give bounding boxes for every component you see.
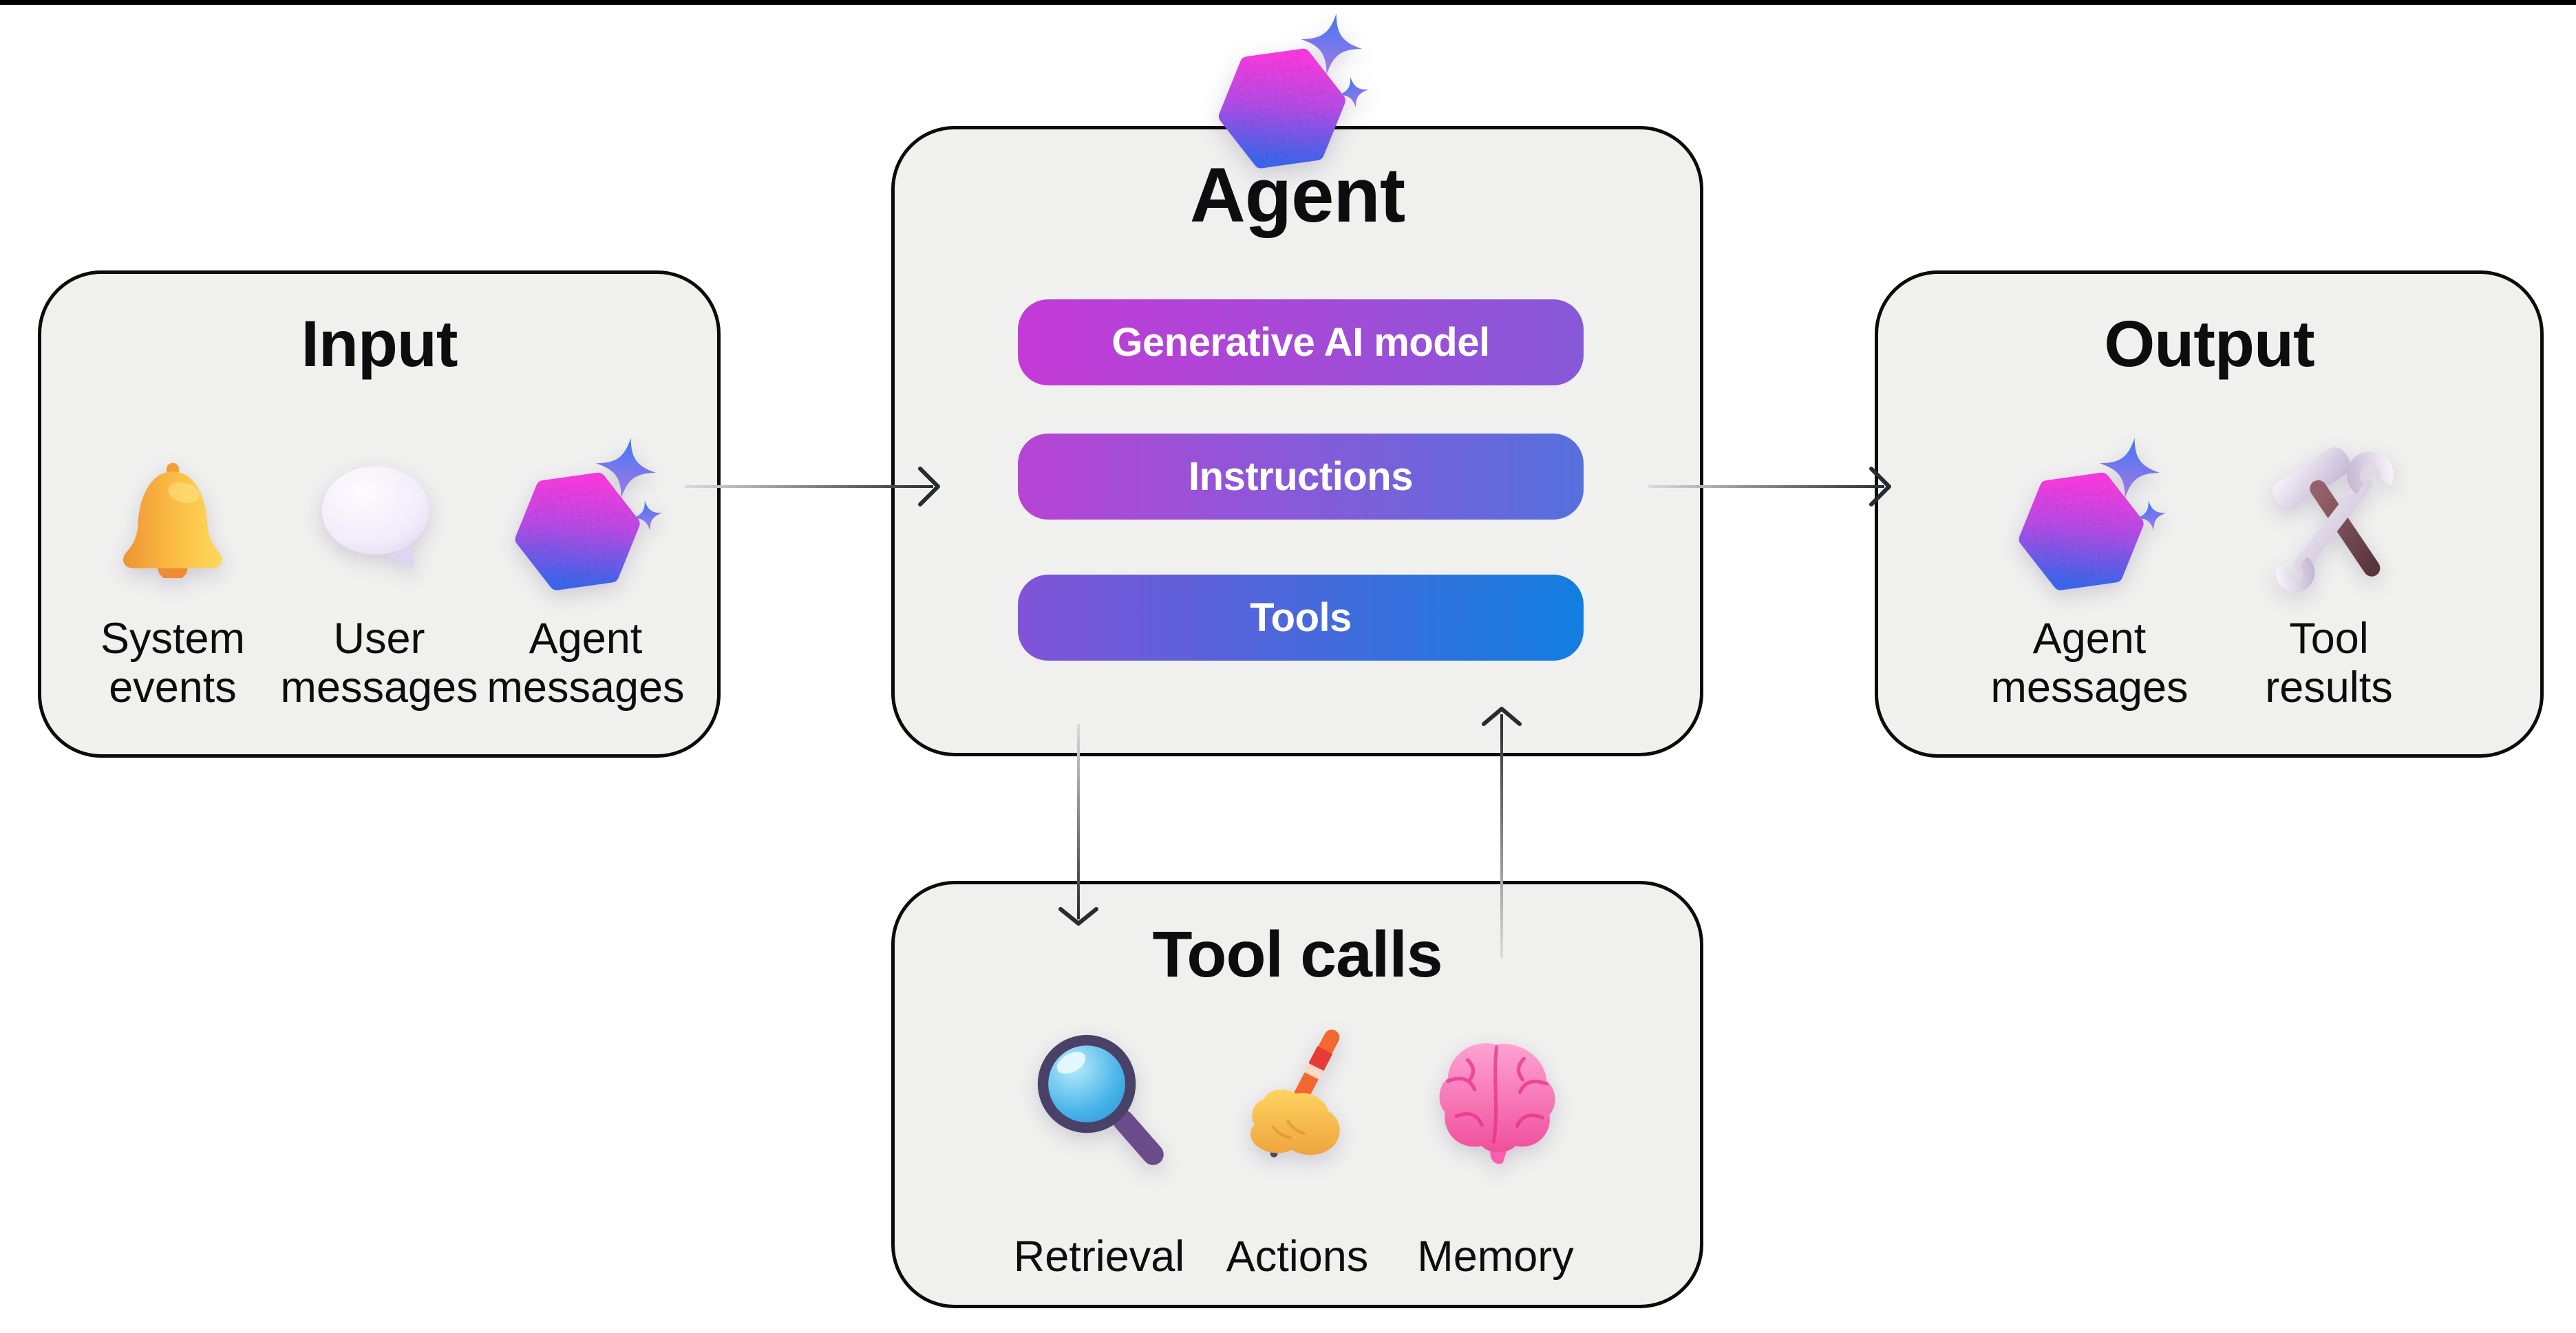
tool-calls-title: Tool calls xyxy=(1152,918,1443,991)
output-title: Output xyxy=(2104,308,2314,381)
brain-icon xyxy=(1425,1016,1566,1177)
item-label: Actions xyxy=(1226,1232,1369,1281)
output-box: Output Agent messages Tool results xyxy=(1875,270,2544,758)
window-top-edge xyxy=(0,0,2576,5)
list-item: Retrieval xyxy=(1000,1016,1198,1281)
item-label: Agent messages xyxy=(1990,614,2189,712)
list-item: Agent messages xyxy=(482,430,689,712)
pill-label: Tools xyxy=(1250,595,1352,640)
item-label: User messages xyxy=(280,614,478,712)
input-title: Input xyxy=(301,308,458,381)
list-item: Actions xyxy=(1198,1016,1396,1281)
list-item: User messages xyxy=(276,430,482,712)
input-items-row: System events User messages Agent messag… xyxy=(41,430,717,712)
item-label: Tool results xyxy=(2265,614,2393,712)
agent-title: Agent xyxy=(1189,152,1405,238)
pill-label: Generative AI model xyxy=(1111,320,1490,365)
instructions-pill: Instructions xyxy=(1018,434,1584,520)
item-label: System events xyxy=(100,614,246,712)
bell-icon xyxy=(111,430,235,602)
agent-box: Agent Generative AI model Instructions T… xyxy=(891,126,1703,756)
hammer-wrench-icon xyxy=(2253,430,2405,602)
agent-hexagon-sparkle-icon xyxy=(2008,430,2171,602)
list-item: Tool results xyxy=(2222,430,2436,712)
tool-calls-items-row: Retrieval Actions Memory xyxy=(895,1016,1700,1281)
input-box: Input System events User messages Agent … xyxy=(38,270,721,758)
writing-hand-icon xyxy=(1224,1016,1372,1177)
speech-bubble-icon xyxy=(312,430,447,602)
item-label: Memory xyxy=(1417,1232,1574,1281)
list-item: Agent messages xyxy=(1982,430,2197,712)
magnifier-icon xyxy=(1029,1016,1170,1177)
tool-calls-box: Tool calls Retrieval Actions Memory xyxy=(891,881,1703,1308)
item-label: Retrieval xyxy=(1013,1232,1185,1281)
output-items-row: Agent messages Tool results xyxy=(1878,430,2540,712)
tools-pill: Tools xyxy=(1018,575,1584,661)
generative-ai-model-pill: Generative AI model xyxy=(1018,299,1584,385)
agent-hexagon-sparkle-icon xyxy=(504,430,668,602)
pill-label: Instructions xyxy=(1189,454,1413,499)
item-label: Agent messages xyxy=(487,614,685,712)
agent-hexagon-sparkle-icon xyxy=(1207,10,1374,176)
list-item: Memory xyxy=(1396,1016,1595,1281)
list-item: System events xyxy=(70,430,276,712)
